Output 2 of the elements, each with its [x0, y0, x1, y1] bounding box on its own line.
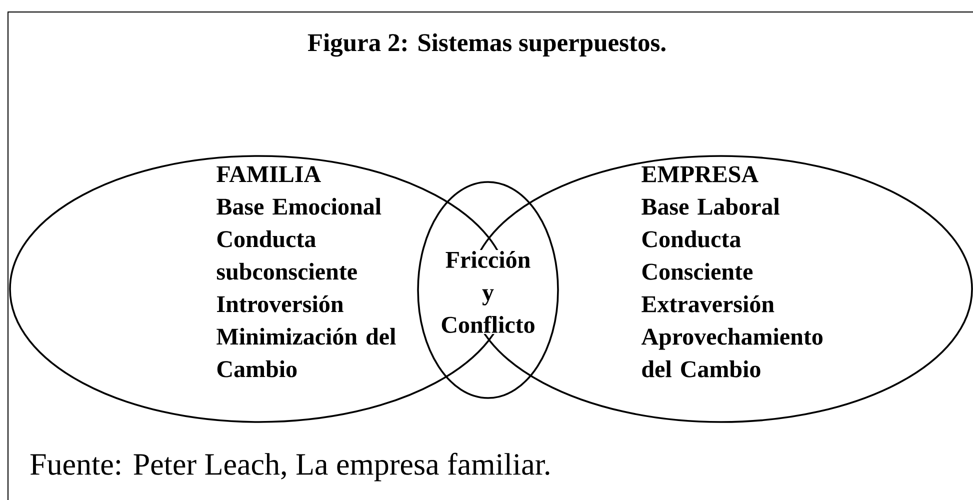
figure-title: Figura 2: Sistemas superpuestos. [308, 33, 666, 57]
source-note: Fuente: Peter Leach, La empresa familiar. [30, 452, 550, 482]
